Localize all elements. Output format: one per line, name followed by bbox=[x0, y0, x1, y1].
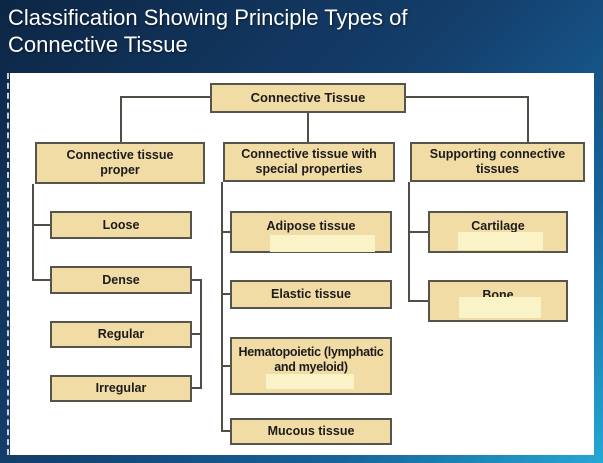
node-label: Elastic tissue bbox=[271, 287, 351, 302]
connector-line bbox=[221, 231, 232, 233]
connector-line bbox=[221, 182, 223, 432]
node-elastic-tissue: Elastic tissue bbox=[230, 280, 392, 309]
selection-marquee bbox=[7, 73, 9, 455]
slide-title-line2: Connective Tissue bbox=[8, 32, 188, 57]
connector-line bbox=[404, 96, 529, 98]
node-dense: Dense bbox=[50, 266, 192, 294]
node-loose: Loose bbox=[50, 211, 192, 239]
node-label: Cartilage bbox=[471, 219, 525, 233]
connector-line bbox=[120, 96, 122, 144]
slide-title: Classification Showing Principle Types o… bbox=[8, 4, 588, 58]
connector-line bbox=[408, 231, 430, 233]
connector-line bbox=[120, 96, 212, 98]
node-label: Loose bbox=[102, 217, 140, 232]
connector-line bbox=[32, 224, 52, 226]
node-label: Hematopoietic (lymphatic and myeloid) bbox=[238, 345, 384, 374]
node-label: Connective tissue proper bbox=[66, 148, 174, 177]
node-connective-tissue: Connective Tissue bbox=[210, 83, 406, 113]
node-irregular: Irregular bbox=[50, 375, 192, 402]
connector-line bbox=[32, 279, 52, 281]
connector-line bbox=[192, 333, 202, 335]
connector-line bbox=[221, 430, 232, 432]
node-label: Adipose tissue bbox=[266, 219, 356, 233]
connector-line bbox=[192, 387, 202, 389]
node-label: Dense bbox=[102, 272, 140, 287]
node-label: Mucous tissue bbox=[267, 424, 355, 439]
node-label: Regular bbox=[97, 327, 145, 342]
node-label: Connective Tissue bbox=[250, 90, 366, 106]
connector-line bbox=[221, 293, 232, 295]
node-special-properties: Connective tissue with special propertie… bbox=[223, 142, 395, 182]
erased-area bbox=[270, 235, 375, 252]
erased-area bbox=[266, 374, 354, 389]
connector-line bbox=[32, 184, 34, 281]
node-supporting-tissues: Supporting connective tissues bbox=[410, 142, 585, 182]
node-connective-tissue-proper: Connective tissue proper bbox=[35, 142, 205, 184]
node-regular: Regular bbox=[50, 321, 192, 348]
node-label: Supporting connective tissues bbox=[429, 147, 566, 176]
connector-line bbox=[408, 182, 410, 302]
connector-line bbox=[527, 96, 529, 144]
slide-title-line1: Classification Showing Principle Types o… bbox=[8, 5, 408, 30]
node-label: Irregular bbox=[95, 381, 147, 396]
connector-line bbox=[408, 300, 430, 302]
diagram-canvas: Connective Tissue Connective tissue prop… bbox=[10, 73, 594, 455]
connector-line bbox=[307, 111, 309, 144]
erased-area bbox=[459, 297, 541, 318]
connector-line bbox=[221, 365, 232, 367]
connector-line bbox=[192, 279, 202, 281]
node-mucous-tissue: Mucous tissue bbox=[230, 418, 392, 445]
erased-area bbox=[458, 232, 543, 250]
node-label: Connective tissue with special propertie… bbox=[241, 147, 377, 176]
